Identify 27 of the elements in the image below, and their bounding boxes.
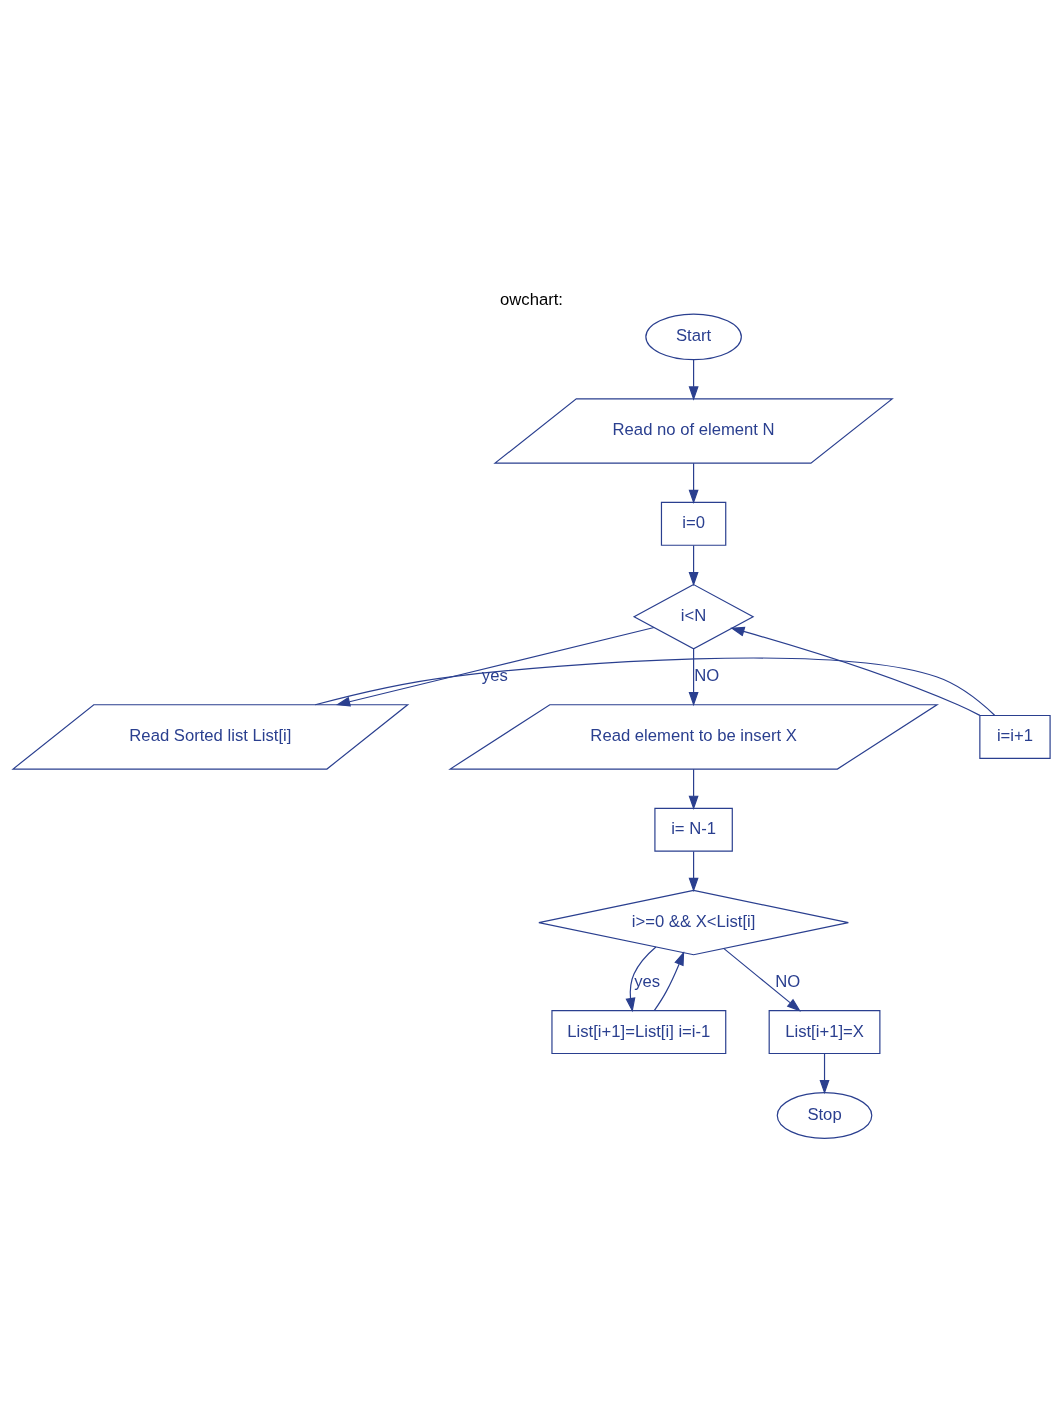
edge-label: NO — [694, 666, 720, 686]
arrow — [688, 768, 699, 810]
node-ellipse: Stop — [776, 1092, 873, 1139]
arrow — [688, 850, 699, 893]
arrow — [730, 626, 981, 716]
arrow — [819, 1053, 830, 1095]
node-diamond: i>=0 && X<List[i] — [538, 889, 849, 956]
arrow — [625, 946, 657, 1013]
node-box: i= N-1 — [654, 807, 733, 852]
node-box: i=0 — [660, 501, 727, 546]
arrow — [723, 948, 801, 1012]
arrow — [653, 951, 685, 1012]
connector — [314, 657, 996, 716]
edge-label: yes — [481, 666, 508, 686]
node-box: i=i+1 — [979, 714, 1051, 759]
arrow — [335, 626, 655, 707]
node-ellipse: Start — [645, 313, 742, 361]
node-box: List[i+1]=List[i] i=i-1 — [551, 1010, 727, 1055]
node-diamond: i<N — [632, 583, 755, 650]
arrow — [688, 544, 699, 587]
node-box: List[i+1]=X — [768, 1010, 881, 1055]
diagram-title: owchart: — [500, 289, 563, 309]
arrow — [688, 359, 699, 401]
edge-label: NO — [775, 972, 801, 992]
arrow — [688, 648, 699, 707]
edge-label: yes — [634, 972, 661, 992]
arrow — [688, 462, 699, 505]
